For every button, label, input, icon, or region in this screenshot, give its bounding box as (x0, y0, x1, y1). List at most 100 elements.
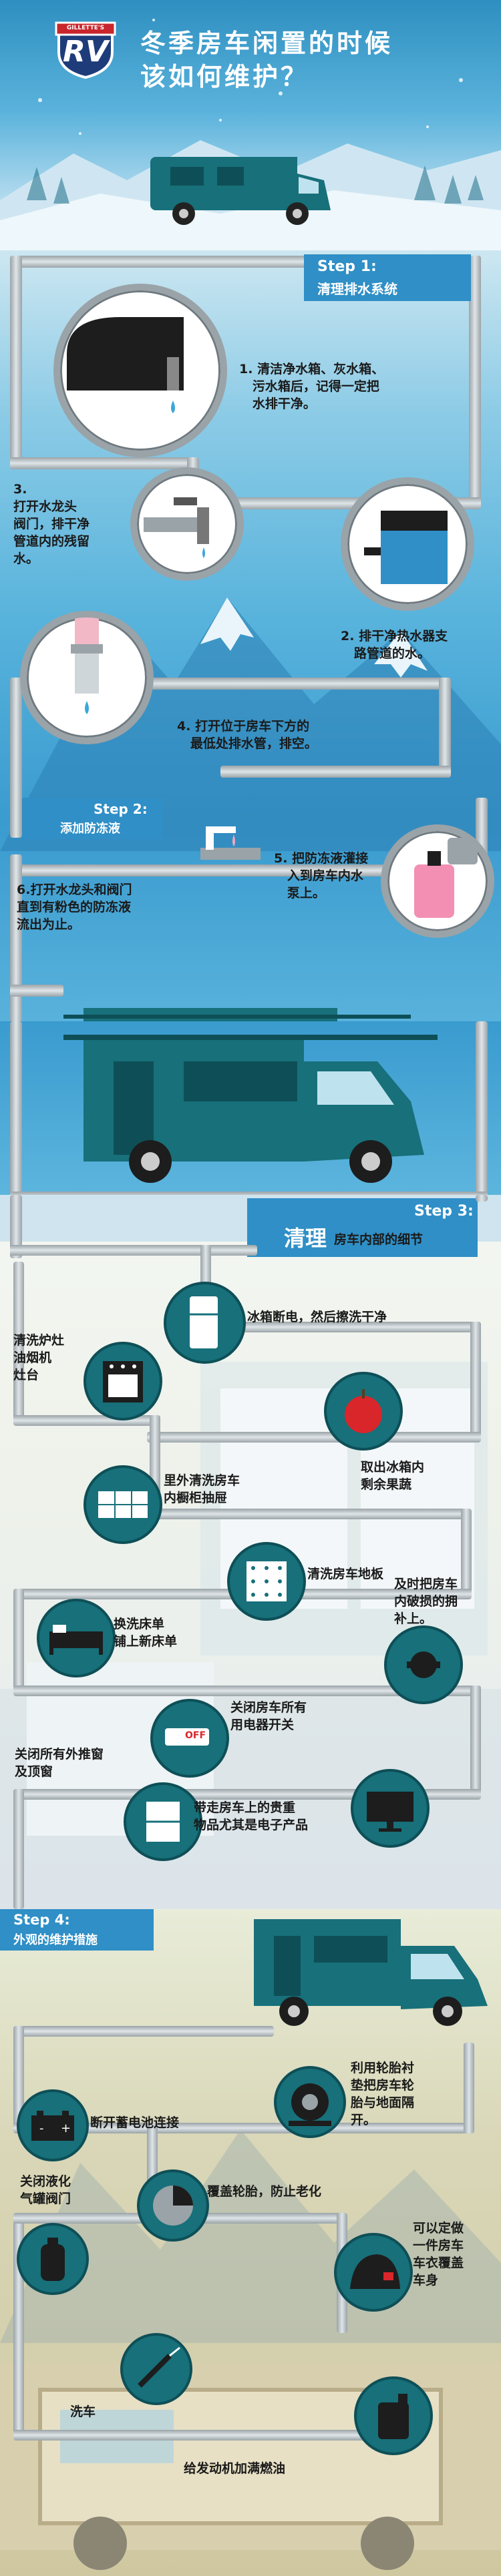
item-line: 水。 (13, 551, 39, 566)
propane-tank-icon (41, 2238, 65, 2281)
item-line: 换洗床单 (114, 1617, 165, 1631)
item-line: 利用轮胎衬 (351, 2061, 415, 2075)
faucet-icon (144, 497, 209, 558)
switch-label: OFF (185, 1730, 206, 1741)
pipe-segment (220, 766, 451, 778)
item-line: 清洗炉灶 (13, 1333, 65, 1348)
tank-illustration (53, 284, 227, 457)
floor-tile-icon (246, 1561, 287, 1601)
car-cover-icon (350, 2254, 400, 2289)
car-cover-circle (334, 2233, 413, 2312)
pipe-segment (10, 985, 63, 997)
pipe-segment (150, 1509, 470, 1519)
item-line: 关闭房车所有 (230, 1700, 307, 1715)
pipe-segment (10, 457, 197, 469)
car-wash-text: 洗车 (70, 2404, 96, 2419)
item-line: 打开水龙头和阀门 (30, 882, 132, 897)
fuel-text: 给发动机加满燃油 (184, 2461, 286, 2476)
step1-title: 清理排水系统 (317, 281, 397, 297)
battery-icon: - + (31, 2111, 74, 2141)
fruit-circle (324, 1372, 403, 1451)
electronics-circle (351, 1769, 430, 1848)
pipe-segment (13, 2026, 274, 2037)
item-line: 关闭所有外推窗 (15, 1747, 104, 1762)
water-heater-icon (364, 511, 448, 584)
step2-item5-text: 5. 把防冻液灌接 入到房车内水 泵上。 (274, 850, 368, 902)
step1-label: Step 1: (317, 258, 377, 275)
item-line: 水排干净。 (252, 397, 316, 411)
item-number: 3. (13, 482, 27, 497)
cabinet-text: 里外清洗房车 内橱柜抽屉 (164, 1472, 240, 1507)
pink-sink-icon (200, 826, 261, 860)
car-cover-text: 可以定做 一件房车 车衣覆盖 车身 (413, 2220, 464, 2289)
step3-title-small: 房车内部的细节 (334, 1232, 424, 1247)
item-line: 内橱柜抽屉 (164, 1491, 228, 1505)
repair-tool-icon (407, 1651, 440, 1678)
window-text: 关闭所有外推窗 及顶窗 (15, 1746, 104, 1780)
step1-item1-text: 1. 清洁净水箱、灰水箱、 污水箱后，记得一定把 水排干净。 (239, 360, 384, 413)
antifreeze-illustration (381, 824, 494, 938)
item-line: 气罐阀门 (20, 2192, 71, 2206)
item-number: 6. (17, 882, 31, 897)
tire-icon (289, 2083, 331, 2126)
tire-cover-text: 覆盖轮胎，防止老化 (207, 2184, 322, 2199)
pipe-segment (10, 678, 22, 838)
pipe-segment (470, 1686, 481, 1799)
item-line: 灶台 (13, 1368, 39, 1382)
bed-icon (49, 1625, 103, 1655)
step2-label: Step 2: (94, 801, 148, 817)
item-line: 及时把房车 (394, 1577, 458, 1591)
pipe-segment (13, 1262, 24, 1422)
big-rv-icon (63, 1035, 438, 1183)
item-line: 车身 (413, 2273, 439, 2288)
step4-title: 外观的维护措施 (13, 1933, 98, 1947)
fridge-circle (164, 1282, 246, 1364)
item-line: 可以定做 (413, 2221, 464, 2236)
pipe-segment (470, 1322, 481, 1442)
propane-text: 关闭液化 气罐阀门 (20, 2173, 71, 2208)
pipe-segment (10, 1195, 22, 1258)
item-line: 关闭液化 (20, 2174, 71, 2189)
header-rv-icon (150, 157, 331, 225)
step3-banner (247, 1198, 478, 1257)
tire-pad-circle (274, 2066, 346, 2138)
pipe-segment (10, 1021, 22, 1202)
item-line: 内破损的拥 (394, 1594, 458, 1609)
item-line: 管道内的残留 (13, 534, 90, 549)
step1-item2-text: 2. 排干净热水器支 路管道的水。 (341, 627, 448, 662)
pipe-segment (13, 2123, 474, 2133)
faucet-illustration (130, 467, 244, 581)
electronics-text: 带走房车上的贵重 物品尤其是电子产品 (194, 1799, 308, 1834)
title-line-1: 冬季房车闲置的时候 (140, 29, 393, 58)
item-line: 路管道的水。 (353, 646, 430, 661)
pipe-segment (147, 1432, 481, 1443)
step3-title-big: 清理 (284, 1226, 327, 1251)
header-section: GILLETTE'S RV 冬季房车闲置的时候 该如何维护？ (0, 0, 501, 250)
bottom-rv-backdrop (0, 2363, 501, 2570)
step4-label: Step 4: (13, 1912, 70, 1928)
step1-banner (304, 254, 471, 301)
logo-top-text: GILLETTE'S (66, 25, 105, 31)
item-line: 最低处排水管，排空。 (190, 736, 317, 751)
item-number: 1. (239, 362, 253, 376)
item-line: 带走房车上的贵重 (194, 1800, 296, 1815)
pipe-segment (464, 2043, 474, 2133)
pipe-segment (13, 1589, 24, 1696)
rv-section (0, 1021, 501, 1208)
item-line: 补上。 (394, 1611, 433, 1626)
svg-text:-: - (39, 2121, 44, 2135)
item-line: 入到房车内水 (287, 868, 363, 883)
antifreeze-bottle-icon (414, 838, 478, 918)
pipe-segment (13, 1686, 481, 1696)
tire-cover-icon (153, 2185, 193, 2226)
item-line: 排干净热水器支 (359, 629, 448, 643)
tire-pad-text: 利用轮胎衬 垫把房车轮 胎与地面隔 开。 (351, 2059, 414, 2129)
item-number: 2. (341, 629, 355, 643)
pipe-segment (476, 1195, 488, 1202)
stove-text: 清洗炉灶 油烟机 灶台 (13, 1332, 64, 1384)
item-line: 里外清洗房车 (164, 1473, 240, 1488)
cabinet-circle (84, 1465, 162, 1544)
step4-section: Step 4: 外观的维护措施 - + (0, 1909, 501, 2576)
step3-label: Step 3: (414, 1203, 474, 1220)
